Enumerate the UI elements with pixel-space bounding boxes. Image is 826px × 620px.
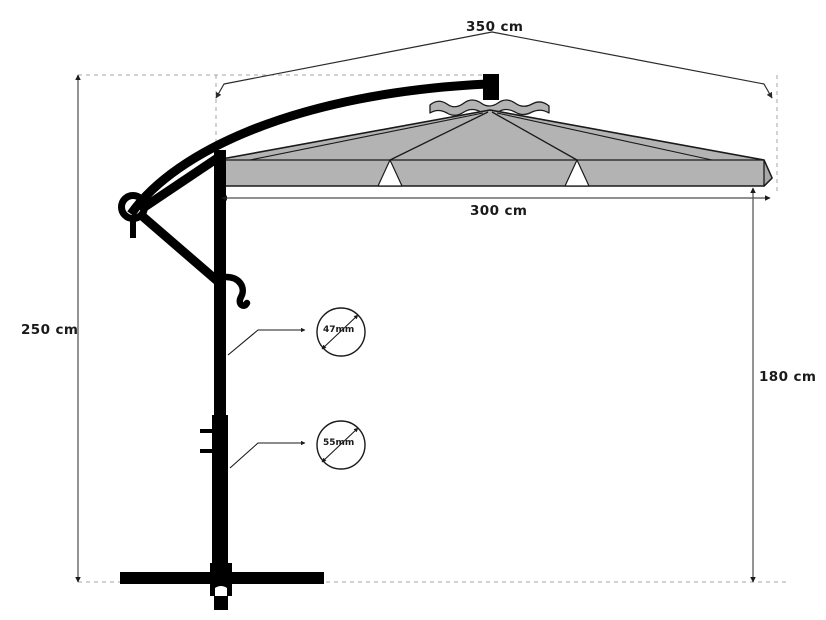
canopy-rib-left-outer — [249, 112, 484, 161]
callout-leader-lower — [229, 440, 306, 469]
pivot-pin — [130, 218, 136, 238]
dimension-label-total-height: 250 cm — [21, 322, 79, 338]
callout-lower-tube — [229, 420, 366, 470]
canopy — [215, 99, 773, 187]
callout-label-upper-tube: 47mm — [323, 325, 355, 335]
mast-top-cap — [483, 74, 499, 100]
callout-label-lower-tube: 55mm — [323, 438, 355, 448]
canopy-rib-left-inner — [389, 111, 489, 161]
dimension-label-clearance-height: 180 cm — [759, 369, 817, 385]
canopy-rib-right-inner — [491, 111, 578, 161]
dimension-canopy-width — [215, 31, 773, 99]
base-foot-notch — [215, 586, 227, 596]
base-foot — [214, 596, 228, 610]
frame — [118, 74, 499, 610]
canopy-right-corner — [763, 159, 773, 187]
dimension-label-canopy-width: 350 cm — [466, 19, 524, 35]
curved-arm — [127, 79, 488, 217]
brace-upper — [137, 151, 225, 214]
callout-leader-upper — [227, 327, 306, 356]
arm-curve — [127, 79, 488, 217]
canopy-rib-right-outer — [496, 112, 713, 161]
dimension-label-canopy-span: 300 cm — [470, 203, 528, 219]
canopy-vent — [429, 99, 550, 116]
crank-handle — [222, 273, 251, 309]
callout-diameter-arrow-upper — [321, 314, 359, 350]
valance-notch-right — [564, 159, 590, 187]
brace-lower — [138, 211, 225, 289]
callout-diameter-arrow-lower — [321, 427, 359, 463]
mast-lower-tube — [212, 415, 228, 565]
width-dimension-line — [215, 31, 773, 99]
callout-upper-tube — [227, 307, 366, 357]
canopy-body — [215, 109, 773, 187]
valance-notch-left — [377, 159, 403, 187]
